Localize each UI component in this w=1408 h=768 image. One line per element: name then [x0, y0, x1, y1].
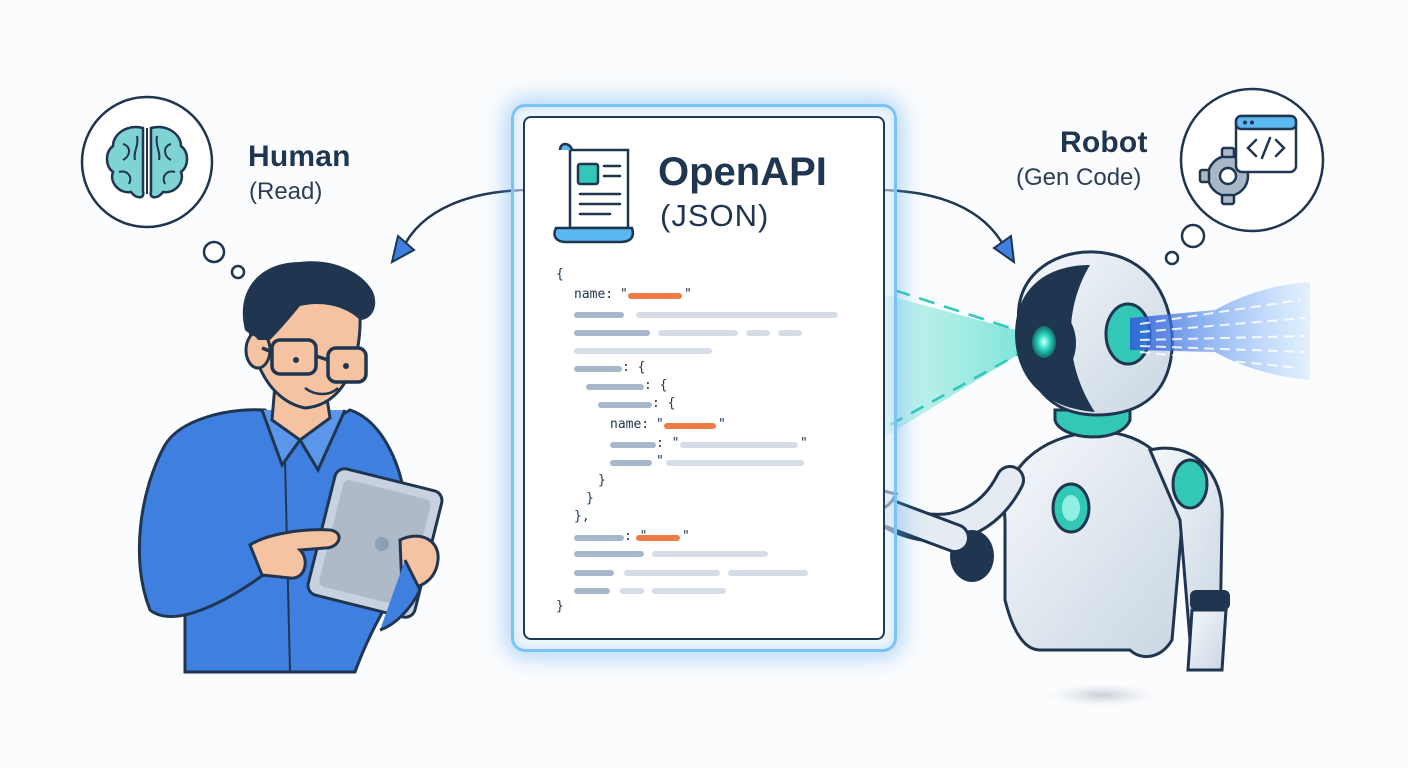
document-subtitle: (JSON): [660, 198, 770, 233]
code-quote: ": [684, 287, 692, 302]
code-line: [746, 330, 770, 336]
code-colon-brace: : {: [622, 360, 646, 375]
code-colon-brace: : {: [644, 378, 668, 393]
code-open-brace: {: [556, 267, 564, 282]
human-subtitle: (Read): [249, 178, 323, 205]
code-colon-brace: : {: [652, 396, 676, 411]
code-line: [610, 442, 656, 448]
human-title: Human: [248, 140, 351, 173]
code-line: [728, 570, 808, 576]
code-inner-close: }: [598, 473, 606, 488]
code-line: [574, 312, 624, 318]
robot-eye-icon: [1032, 326, 1056, 358]
code-line: [586, 384, 644, 390]
code-quote: ": [800, 436, 808, 451]
code-line: [574, 570, 614, 576]
code-quote: ": [656, 417, 664, 432]
code-line: [666, 460, 804, 466]
code-name-key: name:: [574, 287, 614, 302]
code-name-key: name:: [610, 417, 650, 432]
gear-code-icon: [1198, 114, 1298, 206]
code-line: [636, 312, 838, 318]
code-line: [620, 588, 644, 594]
code-inner-close: }: [586, 491, 594, 506]
code-quote: ": [682, 529, 690, 544]
code-line: [778, 330, 802, 336]
code-close-brace: }: [556, 599, 564, 614]
code-line: [652, 551, 768, 557]
code-array-close: },: [574, 509, 590, 524]
code-line: [652, 588, 726, 594]
code-line: [574, 348, 712, 354]
code-value-highlight: [636, 535, 680, 541]
human-figure: [137, 261, 444, 674]
code-line: [574, 535, 624, 541]
robot-title: Robot: [1060, 126, 1148, 159]
code-line: [658, 330, 738, 336]
code-line: [574, 551, 644, 557]
robot-subtitle: (Gen Code): [1016, 164, 1142, 191]
document-title: OpenAPI: [658, 150, 827, 194]
code-quote: ": [656, 454, 664, 469]
code-colon-quote: : ": [656, 436, 680, 451]
code-value-highlight: [628, 293, 682, 299]
code-line: [574, 330, 650, 336]
code-value-highlight: [664, 423, 716, 429]
code-line: [624, 570, 720, 576]
code-line: [598, 402, 652, 408]
code-quote: ": [718, 417, 726, 432]
brain-icon: [105, 125, 189, 199]
code-line: [574, 366, 622, 372]
code-line: [610, 460, 652, 466]
code-line: [574, 588, 610, 594]
code-quote: ": [620, 287, 628, 302]
code-line: [680, 442, 798, 448]
